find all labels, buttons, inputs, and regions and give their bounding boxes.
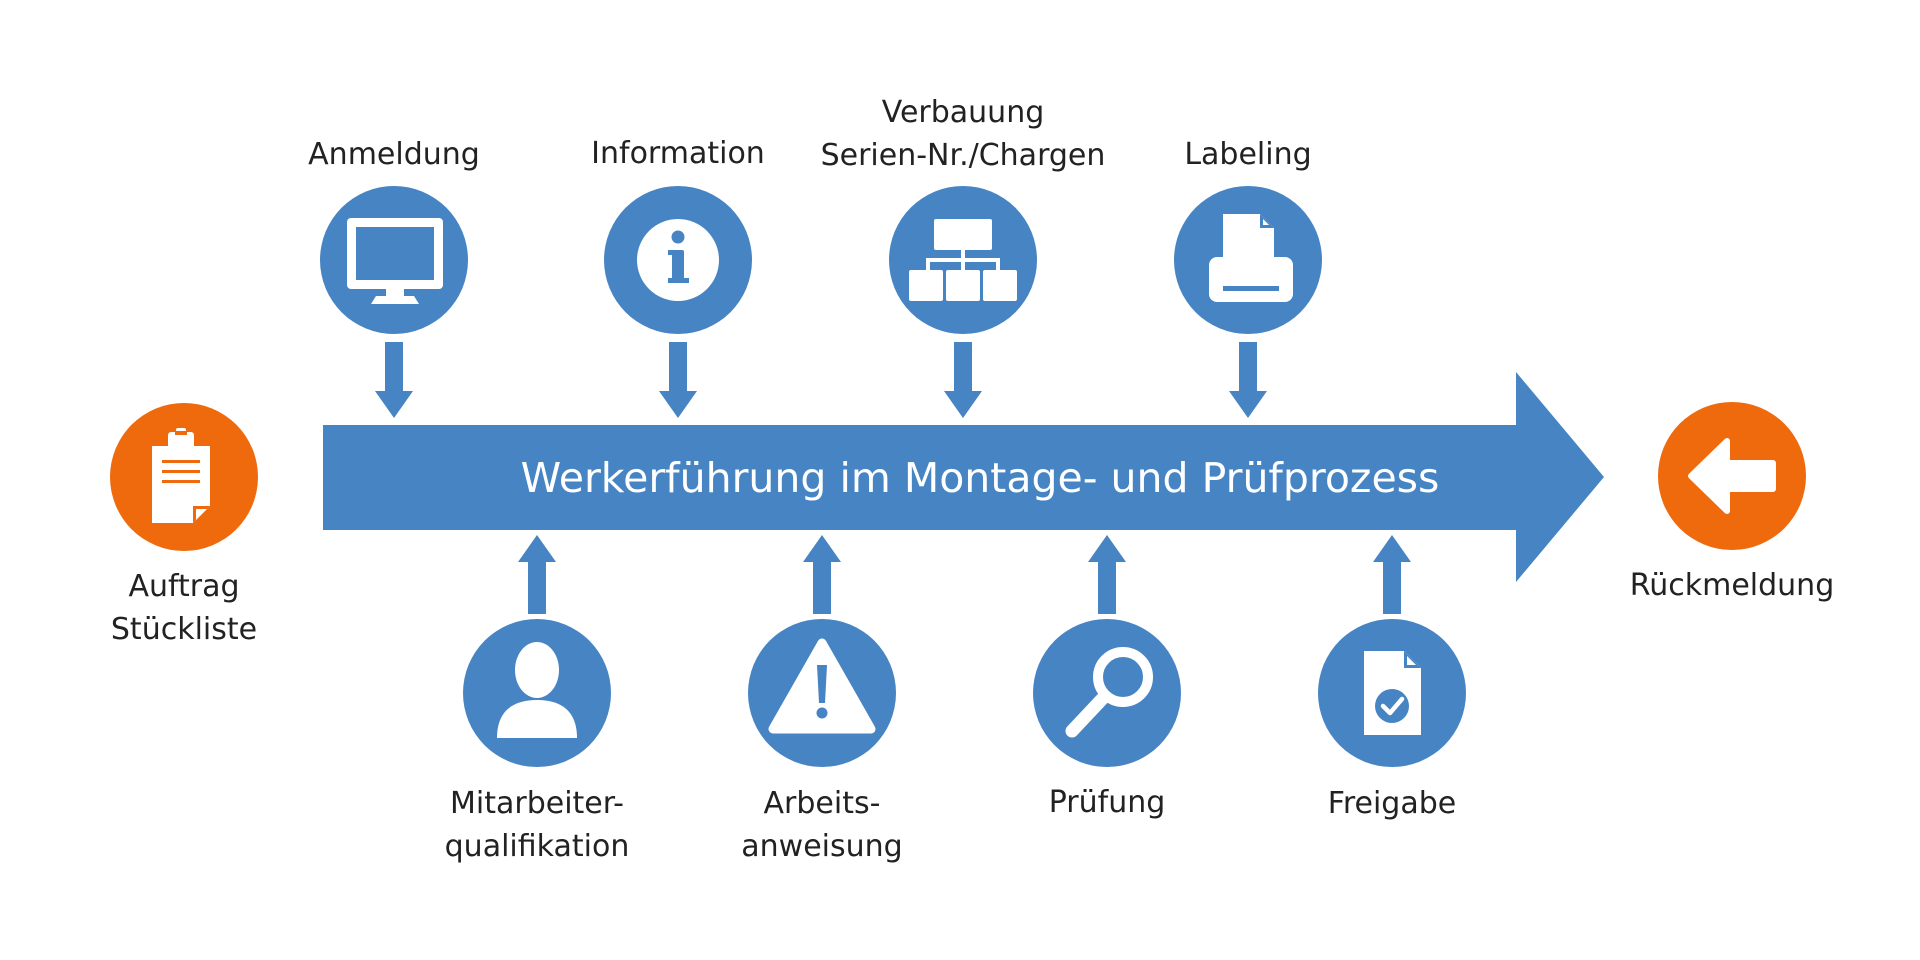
end-node [1658, 402, 1806, 550]
step-labeling [1174, 186, 1322, 418]
step-label-anmeldung: Anmeldung [308, 137, 480, 172]
step-label-mitarbeiter-line1: Mitarbeiter- [450, 786, 624, 821]
step-label-arbeitsanweisung: Arbeits- anweisung [632, 782, 1012, 868]
step-label-verbauung-line2: Serien-Nr./Chargen [820, 138, 1106, 173]
step-label-mitarbeiter-line2: qualifikation [444, 829, 630, 864]
step-label-mitarbeiterqualifikation: Mitarbeiter- qualifikation [347, 782, 727, 868]
back-arrow-icon [1688, 438, 1776, 514]
start-node [110, 403, 258, 551]
step-label-verbauung-line1: Verbauung [881, 95, 1045, 130]
clipboard-icon [152, 428, 210, 523]
info-icon [637, 219, 719, 301]
document-check-icon [1364, 651, 1421, 735]
main-arrow-label: Werkerführung im Montage- und Prüfprozes… [520, 454, 1440, 502]
step-verbauung [889, 186, 1037, 418]
monitor-icon [347, 218, 443, 304]
person-icon [497, 642, 577, 738]
step-label-arbeits-line2: anweisung [741, 829, 903, 864]
step-label-labeling: Labeling [1184, 137, 1312, 172]
step-label-verbauung: Verbauung Serien-Nr./Chargen [773, 91, 1153, 177]
magnifier-icon [1065, 647, 1153, 738]
printer-icon [1209, 214, 1293, 302]
step-information [604, 186, 752, 418]
step-pruefung [1033, 535, 1181, 767]
hierarchy-icon [909, 219, 1017, 301]
warning-icon [768, 638, 876, 734]
start-label-line2: Stückliste [110, 612, 258, 647]
step-freigabe [1318, 535, 1466, 767]
step-label-pruefung: Prüfung [1048, 785, 1166, 820]
step-anmeldung [320, 186, 468, 418]
main-process-arrow [323, 372, 1604, 582]
end-label: Rückmeldung [1629, 568, 1835, 603]
step-label-arbeits-line1: Arbeits- [763, 786, 881, 821]
start-label: Auftrag Stückliste [0, 565, 374, 651]
step-label-freigabe: Freigabe [1327, 786, 1457, 821]
step-arbeitsanweisung [748, 535, 896, 767]
step-label-information: Information [591, 136, 765, 171]
start-label-line1: Auftrag [128, 569, 240, 604]
step-mitarbeiterqualifikation [463, 535, 611, 767]
